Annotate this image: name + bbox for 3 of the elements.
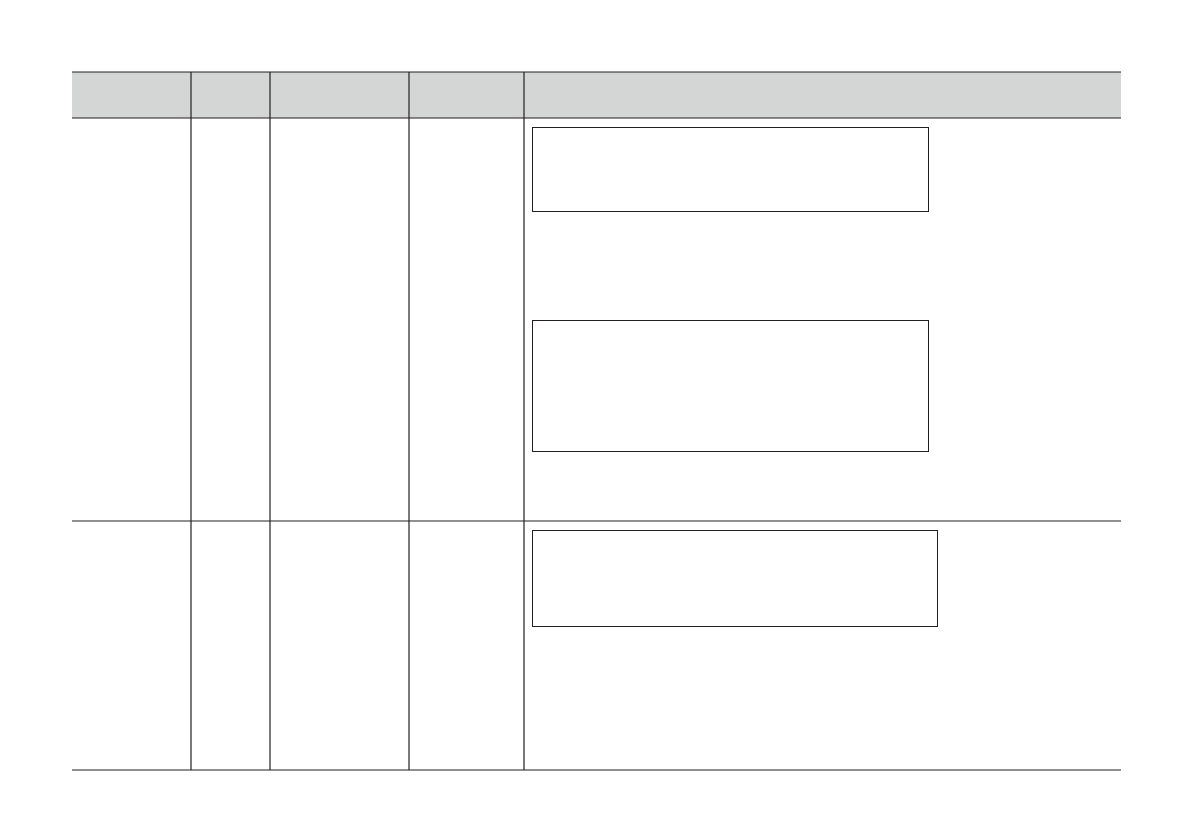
empty-box <box>532 530 938 627</box>
empty-box <box>532 320 929 452</box>
empty-box <box>532 127 929 212</box>
